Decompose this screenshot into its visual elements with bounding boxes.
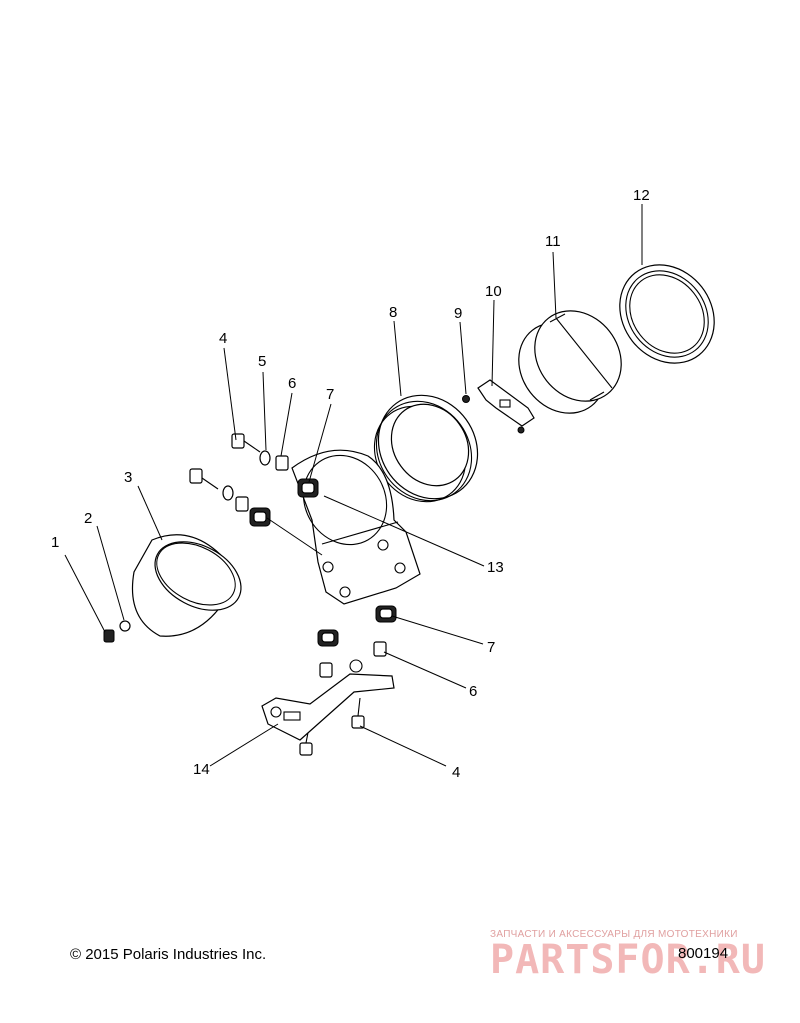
- part-4-bolt-middle: [189, 468, 219, 490]
- leader-lines: [64, 204, 643, 767]
- callout-6-upper: 6: [288, 375, 296, 392]
- part-1-screw: [103, 629, 115, 643]
- callout-9: 9: [454, 305, 462, 322]
- part-3-gauge-cup: [131, 534, 242, 637]
- part-8-trim-ring: [373, 394, 479, 503]
- part-10-gauge-bracket: [477, 379, 535, 434]
- callout-8: 8: [389, 304, 397, 321]
- callout-2: 2: [84, 510, 92, 527]
- part-5-washer-upper: [259, 450, 271, 466]
- part-7-grommet-lower-left: [317, 629, 339, 647]
- callout-10: 10: [485, 283, 502, 300]
- part-4-bolt-lower-right: [351, 697, 365, 729]
- part-13-mount-bracket: [291, 449, 421, 605]
- callout-1: 1: [51, 534, 59, 551]
- watermark-caption: ЗАПЧАСТИ И АКСЕССУАРЫ ДЛЯ МОТОТЕХНИКИ: [490, 929, 738, 940]
- callout-5: 5: [258, 353, 266, 370]
- callout-12: 12: [633, 187, 650, 204]
- callout-7-lower: 7: [487, 639, 495, 656]
- part-6-spacer-lower-right: [373, 641, 387, 657]
- part-7-grommet-upper: [297, 478, 319, 498]
- figure-number: 800194: [678, 945, 729, 962]
- callout-13: 13: [487, 559, 504, 576]
- part-7-grommet-lower-right: [375, 605, 397, 623]
- callout-11: 11: [545, 233, 561, 250]
- callout-3: 3: [124, 469, 132, 486]
- part-7-grommet-middle: [249, 507, 271, 527]
- part-5-washer-middle: [222, 485, 234, 501]
- callout-4-upper: 4: [219, 330, 227, 347]
- watermark-logo: PARTSFOR.RU: [490, 937, 766, 983]
- part-6-spacer-middle: [235, 496, 249, 512]
- callout-4-lower: 4: [452, 764, 460, 781]
- copyright-notice: © 2015 Polaris Industries Inc.: [70, 946, 267, 963]
- part-2-washer: [119, 620, 131, 632]
- callout-14: 14: [193, 761, 210, 778]
- part-6-spacer-upper: [275, 455, 289, 471]
- callout-labels: 1 2 3 4 5 6 7 8 9 10 11 12 13 7 6 4 14: [51, 187, 650, 781]
- callout-7-upper: 7: [326, 386, 334, 403]
- part-11-gauge-housing: [518, 310, 622, 414]
- part-4-bolt-upper: [231, 433, 261, 453]
- part-14-lower-bracket: [261, 659, 395, 741]
- part-12-bezel-ring: [619, 264, 715, 364]
- part-6-spacer-lower-left: [319, 662, 333, 678]
- callout-6-lower: 6: [469, 683, 477, 700]
- part-9-screw: [462, 395, 470, 403]
